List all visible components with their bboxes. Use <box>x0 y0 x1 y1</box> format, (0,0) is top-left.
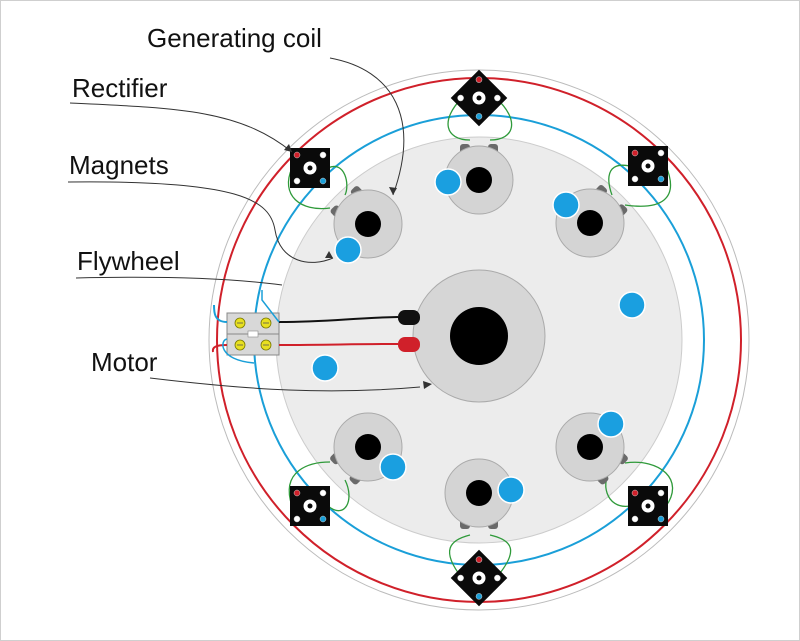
bridge-rectifier-icon <box>628 486 668 526</box>
magnet-dot-icon <box>379 453 407 481</box>
motor <box>398 269 546 403</box>
label-magnets: Magnets <box>69 150 169 180</box>
motor-wires <box>211 290 399 364</box>
magnets <box>311 168 646 504</box>
magnet-dot-icon <box>597 410 625 438</box>
bridge-rectifier-icon <box>628 146 668 186</box>
leader-rectifier <box>69 102 293 153</box>
labels: Generating coil Rectifier Magnets Flywhe… <box>67 23 432 392</box>
leader-generating-coil <box>329 57 405 196</box>
generating-coils <box>330 144 628 529</box>
leader-flywheel <box>75 276 283 286</box>
magnet-dot-icon <box>618 291 646 319</box>
coil-disc-icon <box>444 144 514 215</box>
label-motor: Motor <box>91 347 158 377</box>
terminal-block-icon <box>226 312 280 356</box>
magnet-dot-icon <box>311 354 339 382</box>
coil-disc-icon <box>330 186 403 259</box>
motor-red-lead <box>398 337 420 352</box>
label-rectifier: Rectifier <box>72 73 168 103</box>
motor-black-lead <box>398 310 420 325</box>
leader-magnets <box>67 181 334 263</box>
bridge-rectifier-icon <box>290 486 330 526</box>
coil-disc-icon <box>444 458 514 529</box>
label-flywheel: Flywheel <box>77 246 180 276</box>
green-wires <box>287 97 674 579</box>
magnet-dot-icon <box>434 168 462 196</box>
magnet-dot-icon <box>552 191 580 219</box>
label-generating-coil: Generating coil <box>147 23 322 53</box>
bridge-rectifier-icon <box>290 148 330 188</box>
magnet-dot-icon <box>334 236 362 264</box>
magnet-dot-icon <box>497 476 525 504</box>
leader-motor <box>149 377 421 392</box>
